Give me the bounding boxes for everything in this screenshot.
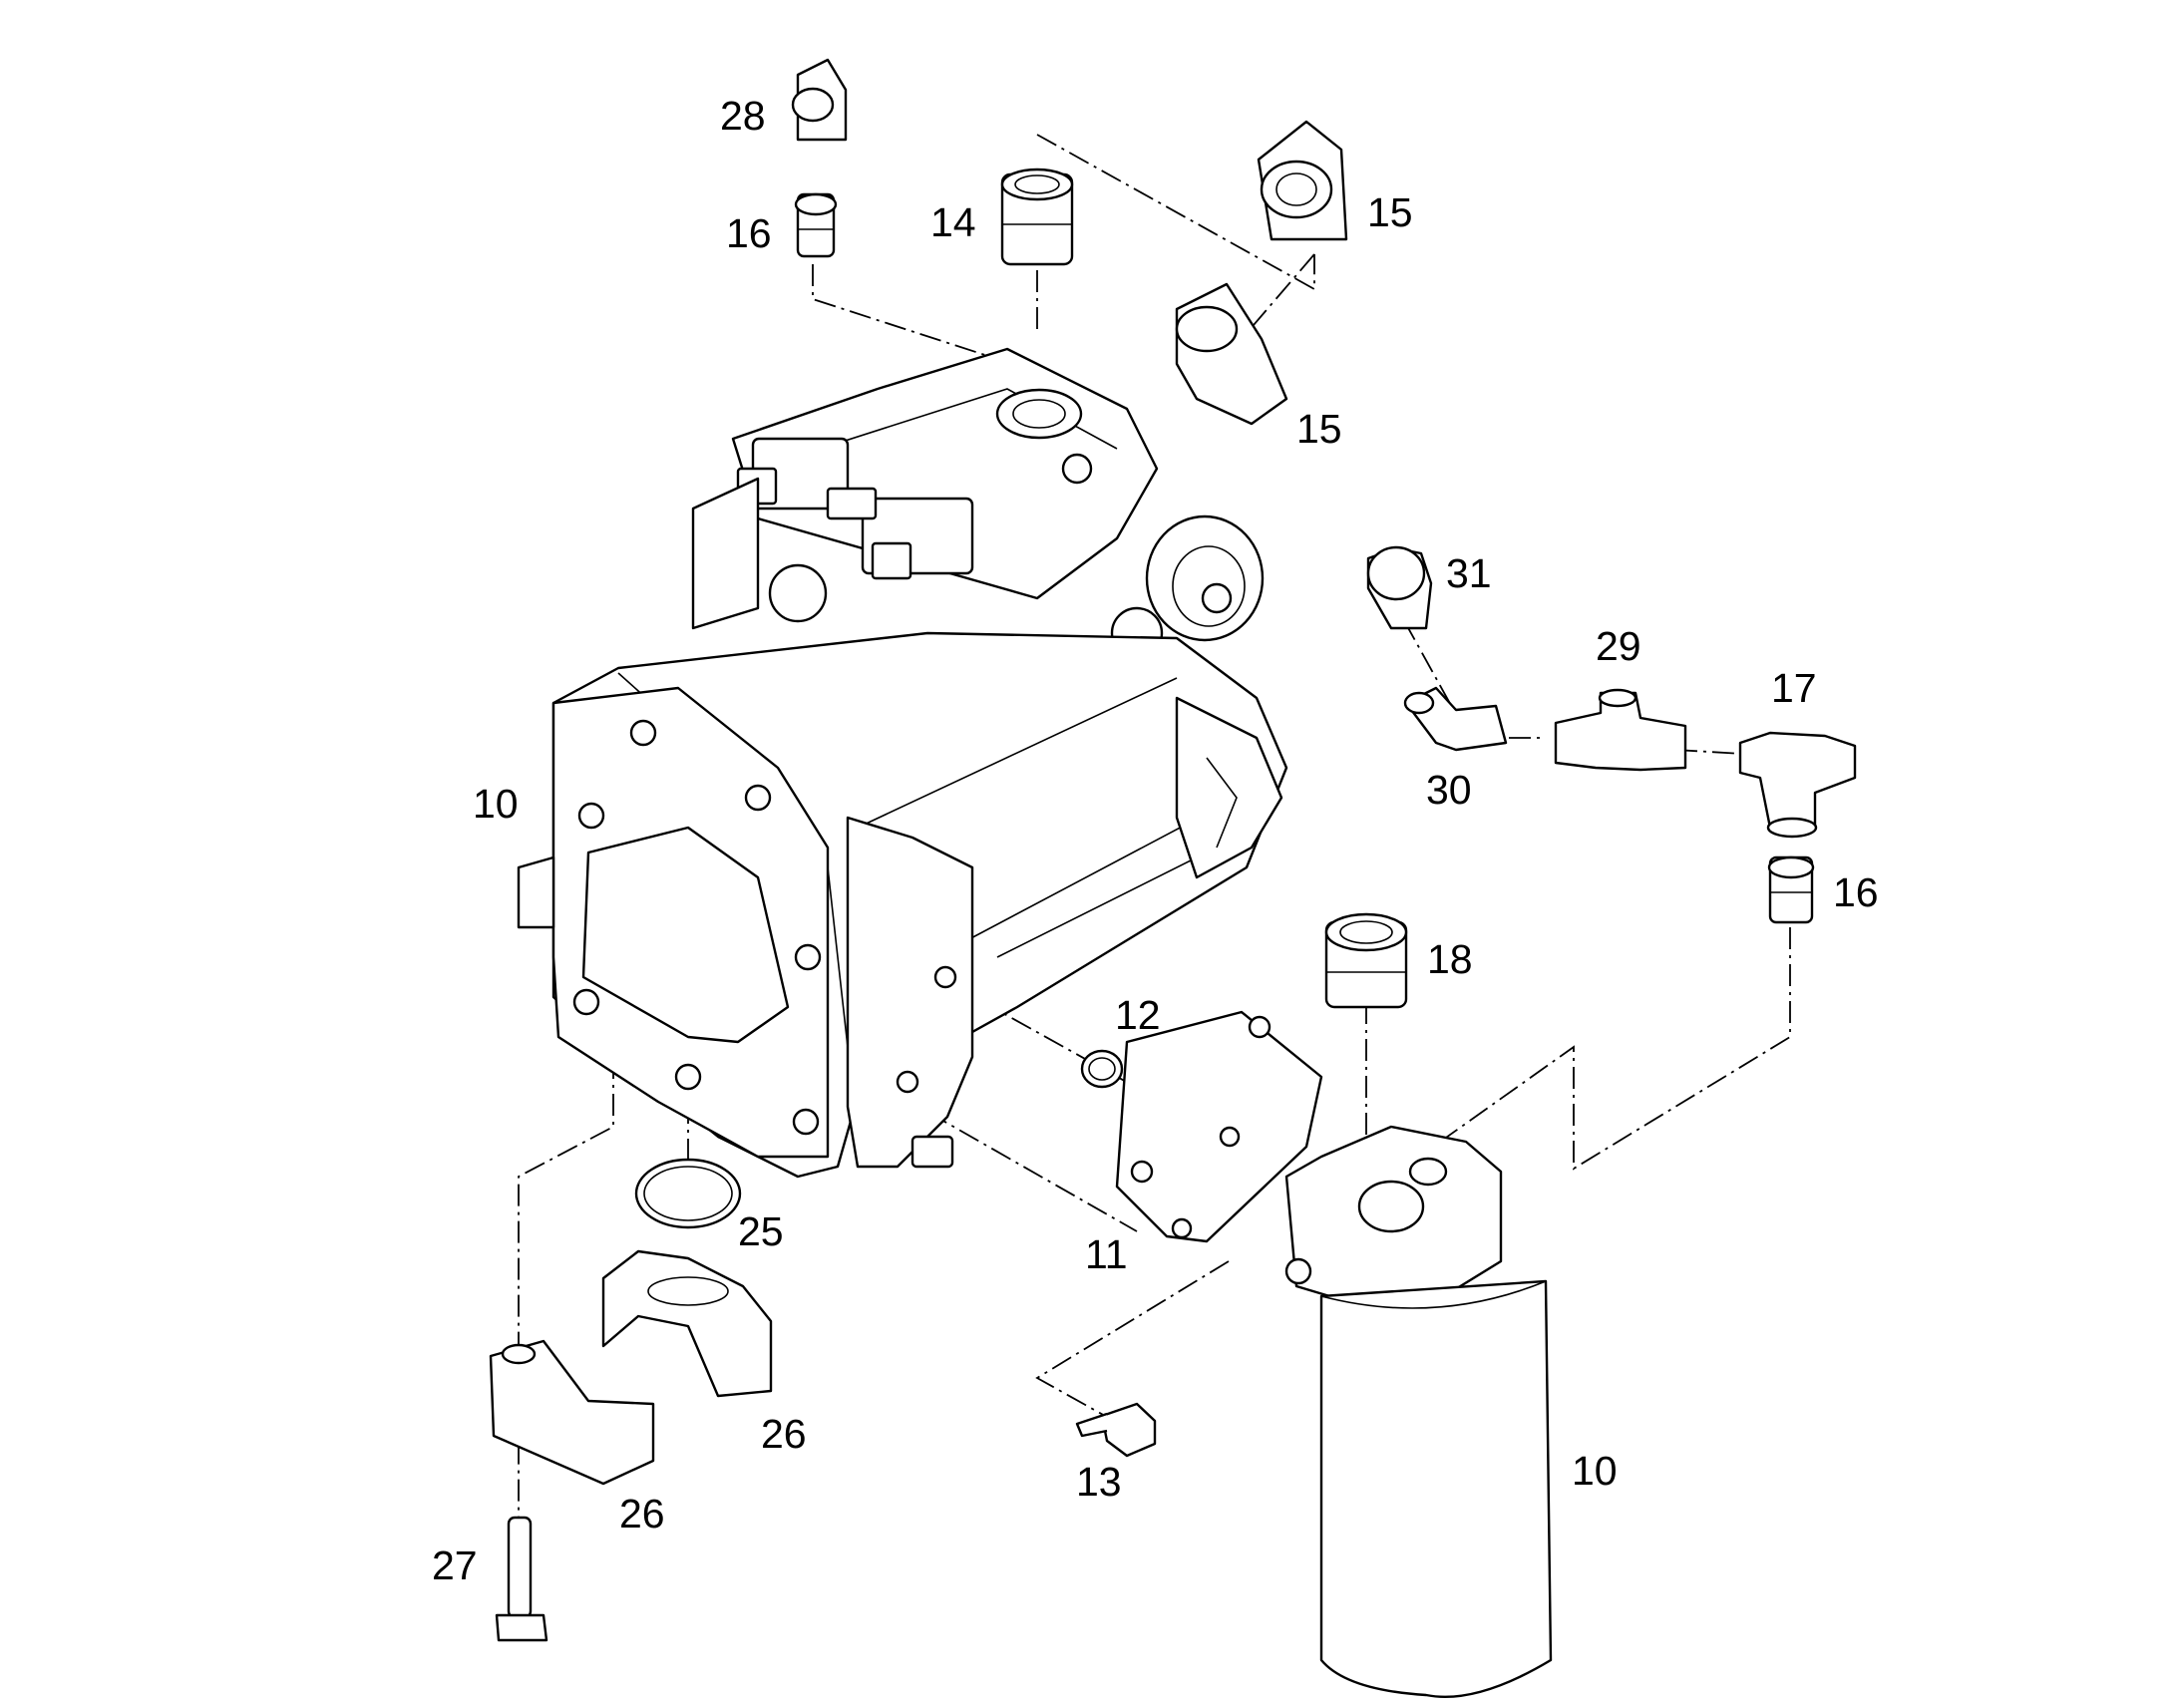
- callout-12: 12: [1115, 992, 1161, 1038]
- cap-nut-31: [1366, 545, 1433, 630]
- callout-31: 31: [1446, 550, 1492, 596]
- elbow-fitting-15-lower: [1175, 282, 1288, 426]
- callout-26-upper: 26: [761, 1411, 807, 1457]
- callout-11: 11: [1085, 1231, 1128, 1277]
- callout-10-pump: 10: [473, 781, 519, 827]
- callout-25: 25: [738, 1208, 784, 1254]
- tee-fitting-17: [1738, 731, 1857, 839]
- callout-30: 30: [1426, 767, 1472, 813]
- callout-29: 29: [1596, 623, 1641, 669]
- elbow-fitting-15-upper: [1257, 120, 1348, 241]
- callout-16-top: 16: [726, 210, 772, 256]
- adapter-fitting-16-top: [794, 192, 838, 258]
- bolt-27: [495, 1516, 548, 1642]
- callout-27: 27: [432, 1542, 478, 1588]
- callout-10-filter: 10: [1572, 1448, 1618, 1494]
- elbow-fitting-30: [1403, 686, 1508, 752]
- adapter-plate-11: [1115, 1010, 1323, 1243]
- adapter-fitting-18: [1324, 912, 1408, 1009]
- tee-fitting-29: [1554, 688, 1687, 772]
- adapter-fitting-16-right: [1767, 855, 1815, 924]
- hydraulic-pump: [517, 347, 1288, 1179]
- o-ring-25: [634, 1158, 742, 1229]
- flange-half-26-lower: [489, 1339, 655, 1486]
- callout-15-lower: 15: [1296, 406, 1342, 452]
- filter-housing-10: [1284, 1125, 1553, 1699]
- flange-half-26-upper: [601, 1249, 773, 1398]
- callout-15-upper: 15: [1367, 189, 1413, 235]
- callout-14: 14: [930, 199, 976, 245]
- callout-16-right: 16: [1833, 869, 1879, 915]
- adapter-fitting-14: [1000, 168, 1074, 266]
- callout-13: 13: [1076, 1459, 1122, 1505]
- callout-26-lower: 26: [619, 1491, 665, 1537]
- elbow-fitting-28: [791, 58, 848, 142]
- o-ring-12: [1080, 1049, 1124, 1089]
- callout-17: 17: [1771, 665, 1817, 711]
- callout-18: 18: [1427, 936, 1473, 982]
- callout-28: 28: [720, 93, 766, 139]
- screw-13: [1075, 1402, 1157, 1458]
